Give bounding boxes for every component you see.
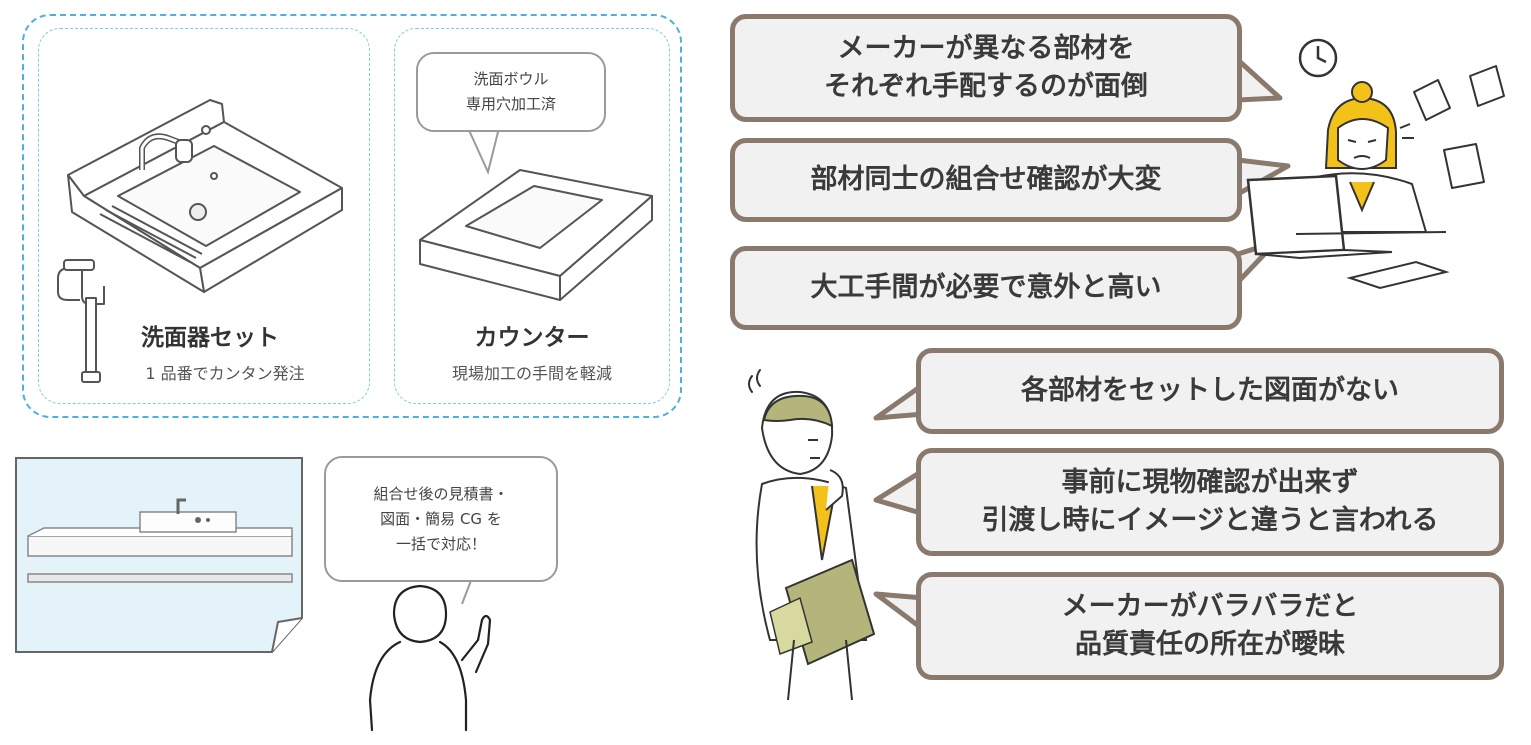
support-line: 一括で対応！: [395, 534, 486, 553]
problem-bubble-ordering: メーカーが異なる部材を それぞれ手配するのが面倒: [730, 14, 1242, 122]
problem-bubble-responsibility: メーカーがバラバラだと 品質責任の所在が曖昧: [916, 572, 1504, 680]
problem-text: 引渡し時にイメージと違うと言われる: [981, 505, 1439, 536]
counter-note-line: 専用穴加工済: [465, 95, 556, 113]
problem-bubble-no-drawing: 各部材をセットした図面がない: [916, 348, 1504, 434]
sink-set-title: 洗面器セット: [141, 325, 279, 351]
support-line: 組合せ後の見積書・: [373, 484, 509, 503]
problem-text: 各部材をセットした図面がない: [1021, 375, 1399, 406]
support-line: 図面・簡易 CG を: [380, 509, 502, 528]
problem-text: メーカーが異なる部材を: [837, 33, 1135, 64]
counter-note-line: 洗面ボウル: [473, 70, 549, 88]
counter-title: カウンター: [474, 325, 590, 351]
problem-bubble-compatibility: 部材同士の組合せ確認が大変: [730, 138, 1242, 222]
counter-note-bubble: 洗面ボウル 専用穴加工済: [416, 52, 606, 132]
problem-bubble-no-preview: 事前に現物確認が出来ず 引渡し時にイメージと違うと言われる: [916, 448, 1504, 556]
counter-subtitle: 現場加工の手間を軽減: [451, 364, 612, 383]
problem-text: 大工手間が必要で意外と高い: [810, 272, 1162, 303]
product-set-frame: [22, 14, 682, 418]
problem-text: 事前に現物確認が出来ず: [1061, 467, 1359, 498]
problem-text: メーカーがバラバラだと: [1061, 591, 1359, 622]
counter-frame: [394, 28, 670, 404]
support-speech-bubble: 組合せ後の見積書・ 図面・簡易 CG を 一括で対応！: [324, 456, 558, 582]
problem-text: 品質責任の所在が曖昧: [1075, 629, 1345, 660]
problem-text: それぞれ手配するのが面倒: [824, 71, 1148, 102]
sink-set-frame: [38, 28, 370, 404]
problem-bubble-carpentry-cost: 大工手間が必要で意外と高い: [730, 246, 1242, 330]
problem-text: 部材同士の組合せ確認が大変: [810, 164, 1162, 195]
sink-set-subtitle: 1 品番でカンタン発注: [145, 364, 305, 383]
